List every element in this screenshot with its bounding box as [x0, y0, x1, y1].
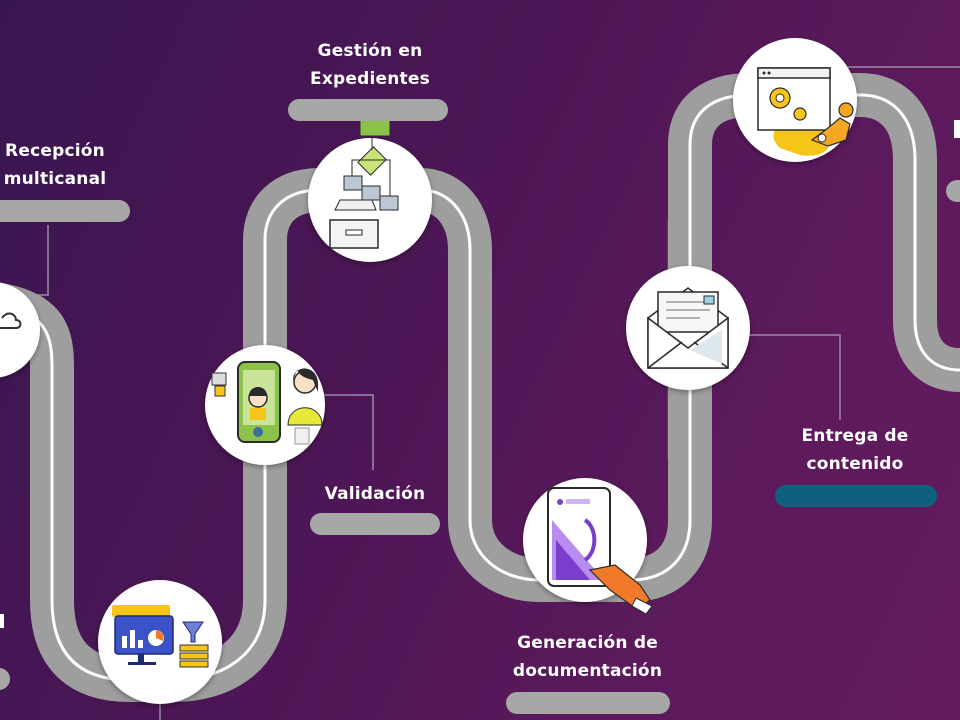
label-generacion: Generación de documentación — [500, 629, 675, 685]
label-line: Validación — [324, 484, 426, 504]
label-entrega: Entrega de contenido — [780, 422, 930, 478]
node-recepcion — [0, 282, 40, 378]
bar-gestion — [288, 99, 448, 121]
bar-top-right-partial — [946, 180, 960, 202]
bar-recepcion — [0, 200, 130, 222]
label-line: multicanal — [3, 169, 107, 189]
connector-recepcion — [15, 225, 49, 296]
bar-generacion — [506, 692, 670, 714]
label-line: Entrega de — [801, 426, 909, 446]
envelope-mail-icon — [647, 287, 729, 369]
label-top-right-partial — [954, 120, 960, 138]
connector-entrega — [748, 334, 841, 420]
label-validacion: Validación — [310, 480, 440, 508]
file-archive-box-icon — [329, 119, 399, 249]
label-line: Gestión en — [317, 41, 423, 61]
dot-left-partial — [0, 614, 4, 628]
automation-gears-robot-icon — [757, 67, 854, 156]
label-recepcion: Recepción multicanal — [0, 137, 120, 193]
label-line: contenido — [806, 454, 904, 474]
cloud-icon — [0, 312, 22, 329]
bar-entrega — [775, 485, 937, 507]
analytics-dashboard-icon — [112, 605, 209, 668]
tablet-document-touch-icon — [547, 487, 653, 615]
label-line: documentación — [512, 661, 663, 681]
label-line: Generación de — [517, 633, 658, 653]
connector-validacion — [318, 394, 374, 470]
bar-validacion — [310, 513, 440, 535]
mobile-identity-verification-icon — [211, 361, 323, 445]
label-line: Expedientes — [310, 69, 430, 89]
label-gestion: Gestión en Expedientes — [290, 37, 450, 93]
label-line: Recepción — [5, 141, 105, 161]
bar-bottom-left-partial — [0, 668, 10, 690]
